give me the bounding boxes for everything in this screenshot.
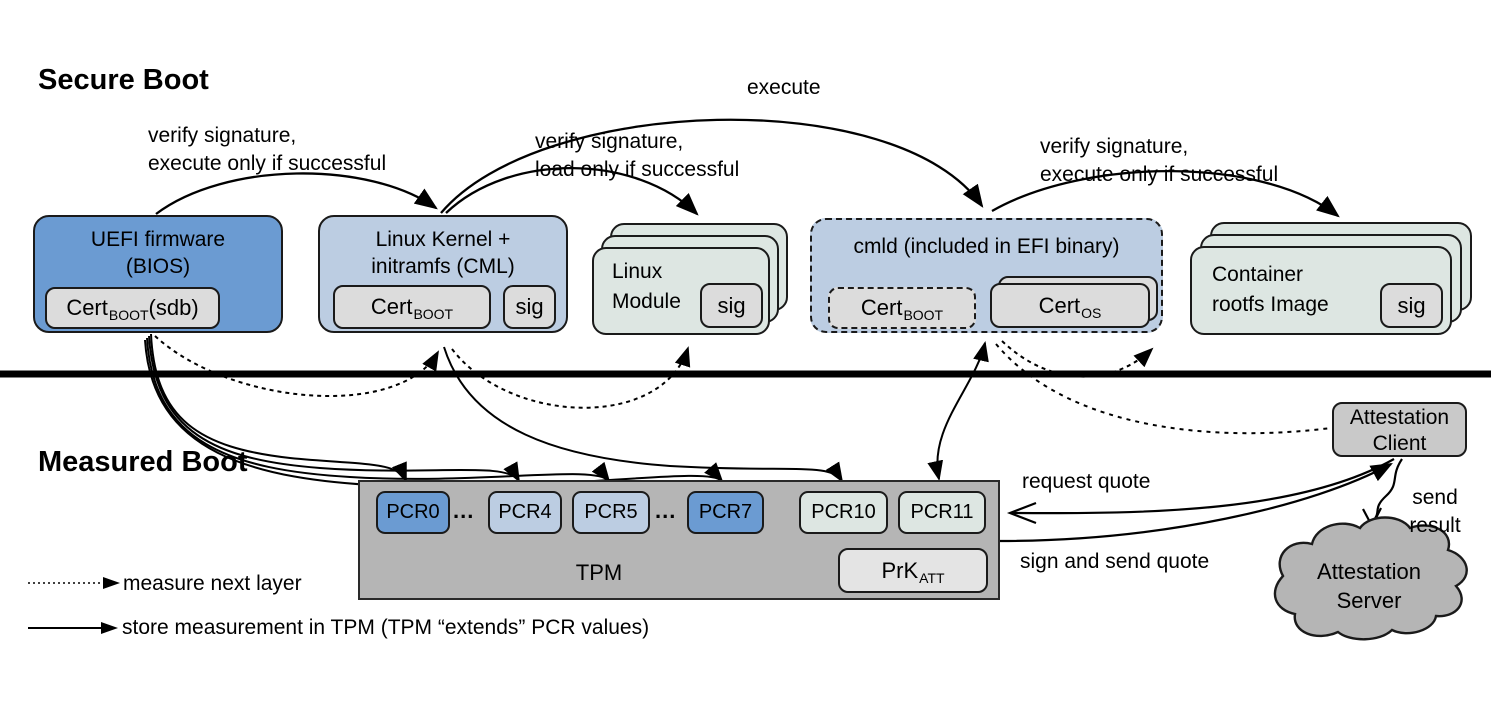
cert-base: Cert <box>66 295 108 320</box>
cert-sub: OS <box>1081 304 1102 321</box>
module-title-line1: Linux <box>612 260 663 283</box>
pcr10-box: PCR10 <box>799 491 888 534</box>
linux-module-box: Linux Module sig <box>592 247 770 335</box>
container-title-line1: Container <box>1212 263 1304 286</box>
attestation-server-label: Attestation Server <box>1278 557 1460 615</box>
label-line: verify signature, <box>148 124 297 147</box>
cert-base: Cert <box>370 294 413 319</box>
kernel-sig-box: sig <box>503 285 556 329</box>
attestation-server-line1: Attestation <box>1317 559 1421 584</box>
module-title-line2: Module <box>612 290 681 313</box>
arrow-sign-send-quote <box>999 462 1393 543</box>
dotted-uefi-measures-kernel <box>154 335 439 397</box>
arrow-cmld-pcr11 <box>927 341 989 481</box>
cert-sub: BOOT <box>108 307 149 323</box>
container-title: Container rootfs Image <box>1212 260 1450 320</box>
tpm-label: TPM <box>575 560 623 585</box>
open-arrowhead-request-quote <box>1006 501 1037 525</box>
arrow-execute-kernel-to-cmld <box>440 118 984 214</box>
label-line: verify signature, <box>1040 135 1189 158</box>
uefi-title-line2: (BIOS) <box>125 255 191 278</box>
attestation-client-box: Attestation Client <box>1332 402 1467 457</box>
pcr4-box: PCR4 <box>488 491 562 534</box>
label-verify-execute-left: verify signature, execute only if succes… <box>148 122 386 178</box>
arrow-uefi-to-pcr5 <box>146 337 611 483</box>
pcr7-box: PCR7 <box>687 491 764 534</box>
module-title: Linux Module <box>612 257 768 317</box>
label-line: execute only if successful <box>148 152 387 175</box>
kernel-title-line1: Linux Kernel + <box>375 228 511 251</box>
container-rootfs-box: Container rootfs Image sig <box>1190 246 1452 335</box>
prk-base: PrK <box>881 557 919 583</box>
attestation-client-line2: Client <box>1372 432 1427 455</box>
arrow-uefi-to-kernel <box>155 172 438 215</box>
cert-base: Cert <box>1038 292 1081 318</box>
label-send-result: send result <box>1398 484 1472 540</box>
module-sig-box: sig <box>700 283 763 328</box>
legend-store-measurement: store measurement in TPM (TPM “extends” … <box>122 616 650 639</box>
label-request-quote: request quote <box>1022 470 1151 493</box>
pcr0-box: PCR0 <box>376 491 450 534</box>
prk-sub: ATT <box>919 569 945 586</box>
cert-base: Cert <box>860 295 903 320</box>
dotted-cmld-to-attestation-client <box>995 343 1332 435</box>
send-result-line1: send <box>1412 486 1458 509</box>
cert-suffix: (sdb) <box>148 295 199 320</box>
attestation-server-line2: Server <box>1336 588 1402 613</box>
legend-solid-arrowhead <box>101 622 118 634</box>
kernel-title-line2: initramfs (CML) <box>371 255 515 278</box>
send-result-line2: result <box>1409 514 1461 537</box>
pcr-ellipsis: ... <box>655 498 677 523</box>
label-sign-send-quote: sign and send quote <box>1020 550 1210 573</box>
arrow-request-quote <box>1011 458 1395 515</box>
dotted-cmld-measures-container <box>1001 340 1154 378</box>
cert-sub: BOOT <box>903 307 944 323</box>
pcr-ellipsis: ... <box>453 498 475 523</box>
arrow-kernel-to-module <box>445 166 699 216</box>
label-verify-execute-right: verify signature, execute only if succes… <box>1040 133 1278 189</box>
label-verify-load: verify signature, load only if successfu… <box>535 128 739 184</box>
secure-boot-heading: Secure Boot <box>38 64 209 96</box>
label-line: execute only if successful <box>1040 163 1279 186</box>
attestation-server-cloud <box>1273 516 1468 641</box>
pcr5-box: PCR5 <box>572 491 650 534</box>
arrow-uefi-to-pcr0 <box>150 333 407 483</box>
label-line: verify signature, <box>535 130 684 153</box>
container-sig-box: sig <box>1380 283 1443 328</box>
measured-boot-heading: Measured Boot <box>38 446 248 478</box>
arrow-cmld-to-container <box>991 169 1340 218</box>
cmld-title: cmld (included in EFI binary) <box>853 235 1120 258</box>
tpm-box: PCR0 ... PCR4 PCR5 ... PCR7 PCR10 PCR11 … <box>358 480 1000 600</box>
uefi-title-line1: UEFI firmware <box>90 228 226 251</box>
pcr11-box: PCR11 <box>898 491 986 534</box>
legend-dotted-arrowhead <box>103 577 120 589</box>
label-execute: execute <box>747 76 821 99</box>
dotted-kernel-measures-module <box>451 346 691 409</box>
legend-measure-next-layer: measure next layer <box>123 572 302 595</box>
attestation-client-line1: Attestation <box>1349 406 1450 429</box>
arrow-kernel-to-pcr10 <box>443 346 844 483</box>
label-line: load only if successful <box>535 158 740 181</box>
cert-sub: BOOT <box>413 306 454 322</box>
container-title-line2: rootfs Image <box>1212 293 1329 316</box>
arrow-uefi-to-pcr4 <box>148 335 520 483</box>
